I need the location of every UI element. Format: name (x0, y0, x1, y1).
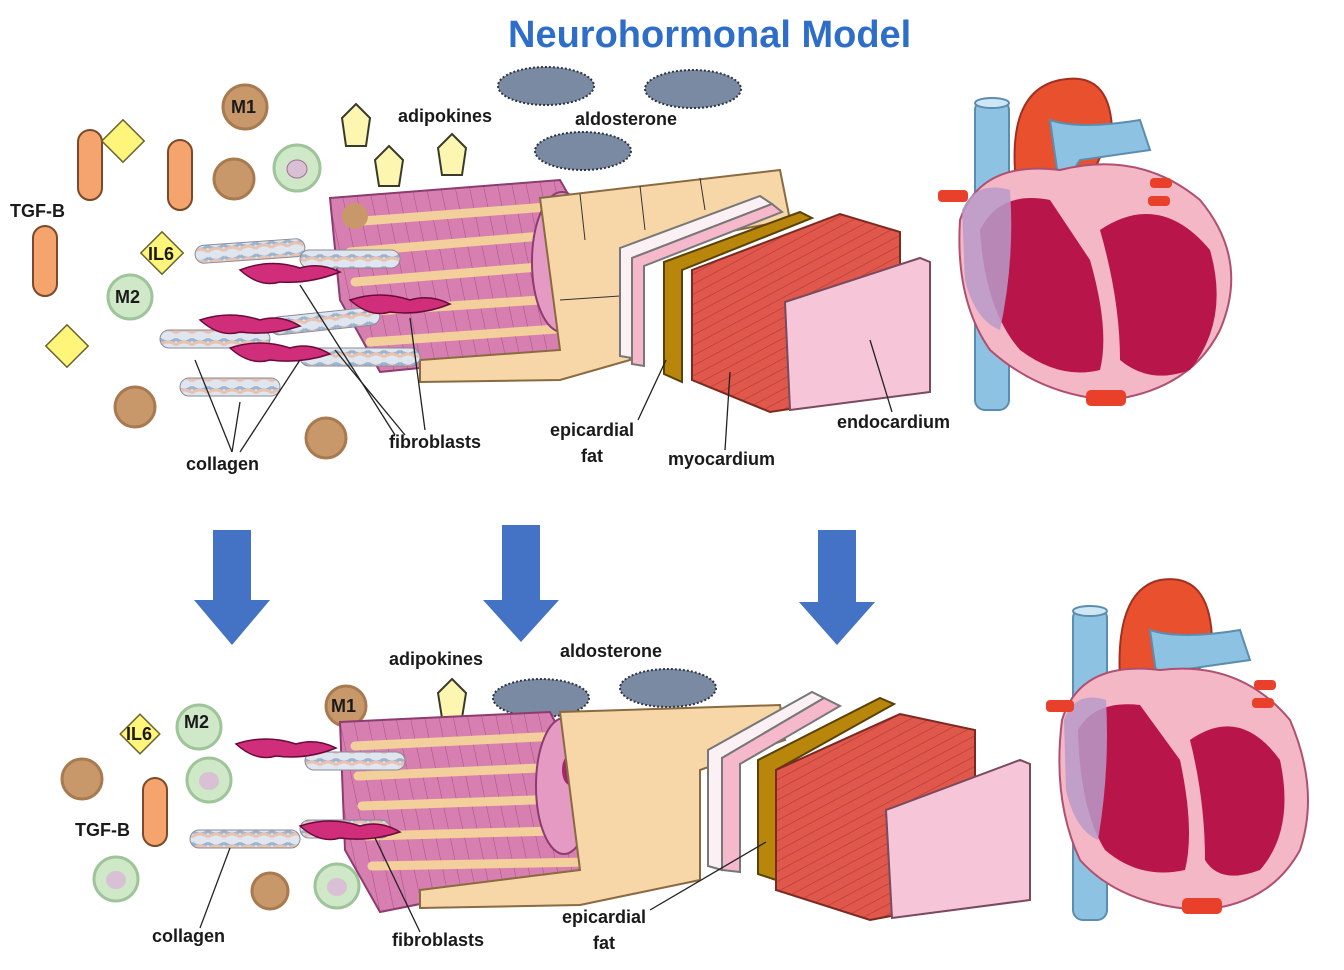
epicardial-fat-layer (663, 210, 815, 384)
collagen-fiber (299, 249, 401, 269)
diagram-title: Neurohormonal Model (508, 14, 912, 56)
endocardium-layer (884, 758, 1031, 920)
bottom-il6-label: IL6 (126, 724, 153, 744)
fibroblast-cell (228, 342, 332, 363)
endocardium-layer (783, 256, 931, 412)
adipokine-shape (373, 144, 405, 187)
top-myocardium-label: myocardium (668, 449, 776, 469)
top-epicardial-fat-label-line1: epicardial (549, 420, 635, 440)
il6-diamond (139, 230, 185, 276)
bottom-heart (1046, 578, 1309, 921)
bottom-heart-wall-layers (707, 690, 1031, 922)
top-leader-lines (194, 284, 893, 453)
top-panel (32, 66, 1233, 460)
top-aldosterone-label: aldosterone (575, 109, 678, 129)
fibroblast-cell (348, 294, 452, 315)
pericardium-layer (721, 696, 843, 874)
il6-diamond (44, 323, 90, 369)
bottom-fibroblasts (234, 738, 402, 841)
aldosterone-blob (534, 131, 632, 171)
top-fibroblasts (198, 262, 452, 363)
collagen-fiber (189, 829, 301, 849)
m1-macrophage (113, 385, 157, 429)
bottom-panel (60, 578, 1309, 933)
bottom-tgfb-label: TGF-B (75, 820, 130, 840)
top-endocardium-label: endocardium (837, 412, 951, 432)
top-fibroblasts-label: fibroblasts (389, 432, 482, 452)
tgfb-rod (142, 777, 168, 847)
top-m1-label: M1 (231, 97, 257, 117)
fibroblast-cell (238, 262, 342, 285)
bottom-collagen-label: collagen (152, 926, 226, 946)
m1-macrophage (304, 416, 348, 460)
m2-macrophage (106, 273, 154, 321)
top-heart-wall-layers (619, 194, 931, 414)
aldosterone-blob (644, 69, 742, 109)
down-arrow (194, 530, 270, 645)
top-il6-diamonds (44, 118, 185, 369)
bottom-m1-label: M1 (331, 696, 357, 716)
bottom-epicardial-fat-label-line2: fat (593, 933, 615, 953)
adipokine-shape (340, 102, 372, 147)
bottom-epicardial-fat-label-line1: epicardial (561, 907, 647, 927)
top-epicardial-fat-label-line2: fat (581, 446, 603, 466)
m1-macrophage (250, 871, 290, 911)
bottom-macrophages (60, 684, 368, 911)
fibroblast-cell (198, 314, 302, 335)
bottom-m2-label: M2 (184, 712, 210, 732)
collagen-fiber (179, 377, 281, 397)
aldosterone-blob (492, 678, 590, 718)
adipokine-shape (436, 132, 468, 176)
bottom-aldosterone-molecules (492, 668, 717, 718)
top-adipokine-molecules (340, 102, 468, 187)
bottom-leader-lines (199, 837, 767, 933)
transition-arrows (194, 525, 875, 645)
tgfb-rod (167, 139, 193, 211)
top-collagen-label: collagen (186, 454, 260, 474)
top-collagen-fibers (159, 238, 421, 397)
fibroblast-cell (298, 820, 402, 841)
top-aldosterone-molecules (497, 66, 742, 171)
bottom-aldosterone-label: aldosterone (560, 641, 663, 661)
top-adipokines-label: adipokines (398, 106, 493, 126)
top-m2-label: M2 (115, 287, 141, 307)
adipokine-shape (436, 677, 468, 719)
down-arrow (483, 525, 559, 642)
top-tgfb-label: TGF-B (10, 201, 65, 221)
fibroblast-cell (234, 738, 338, 759)
top-tgfb-rods (32, 129, 193, 297)
m1-macrophage (60, 757, 104, 801)
top-macrophages (106, 83, 348, 460)
m1-macrophage (221, 83, 269, 131)
top-il6-label: IL6 (148, 244, 175, 264)
aldosterone-blob (619, 668, 717, 708)
bottom-fibroblasts-label: fibroblasts (392, 930, 485, 950)
il6-diamond (100, 118, 146, 164)
aldosterone-blob (497, 66, 595, 106)
pericardium-layer (631, 202, 784, 368)
top-heart (938, 77, 1233, 411)
m1-macrophage (212, 157, 256, 201)
bottom-adipokines-label: adipokines (389, 649, 484, 669)
tgfb-rod (32, 225, 58, 297)
collagen-fiber (304, 751, 406, 771)
m2-macrophage (175, 703, 223, 751)
down-arrow (799, 530, 875, 645)
tgfb-rod (77, 129, 103, 201)
collagen-fiber (194, 238, 306, 264)
il6-diamond (119, 713, 161, 755)
